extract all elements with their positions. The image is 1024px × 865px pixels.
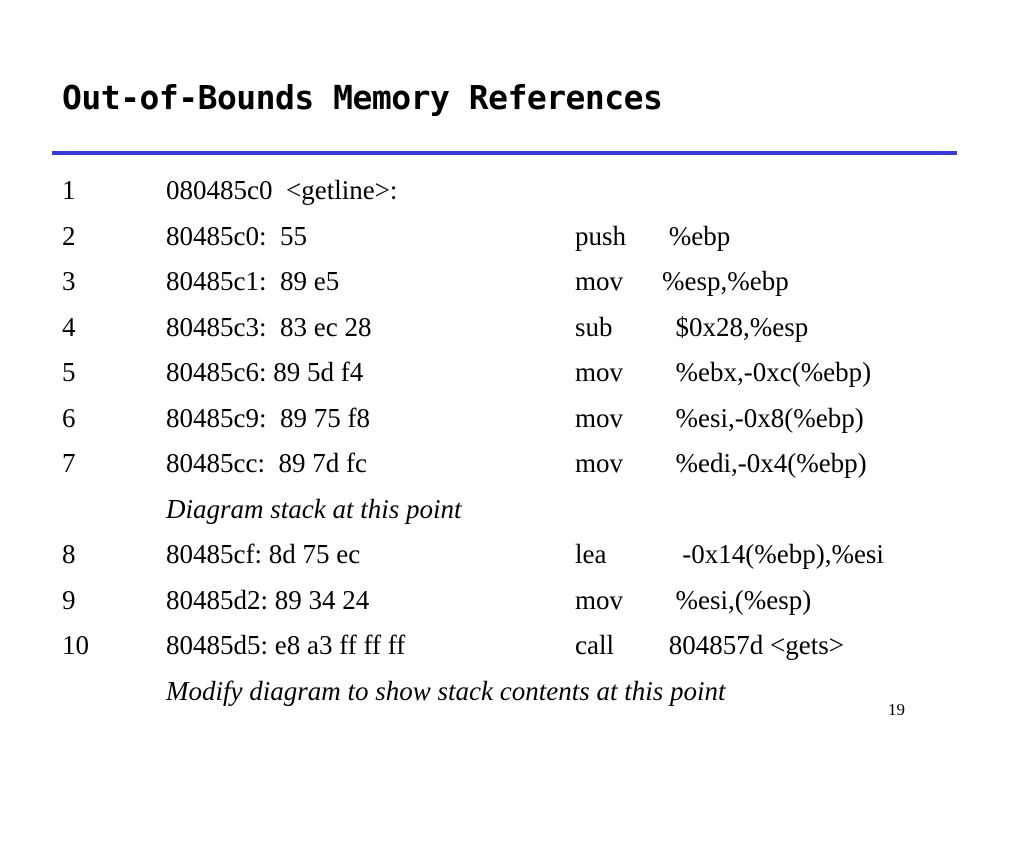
opcode: call <box>575 630 614 660</box>
address-bytes: 80485c0: 55 <box>166 220 307 251</box>
opcode: sub <box>575 311 613 342</box>
line-number: 6 <box>62 402 76 433</box>
operands: $0x28,%esp <box>662 311 809 342</box>
code-line: 9 80485d2: 89 34 24 mov %esi,(%esp) <box>62 580 962 626</box>
address-bytes: 80485c1: 89 e5 <box>166 266 340 296</box>
line-number: 9 <box>62 584 76 615</box>
line-number: 3 <box>62 266 76 296</box>
line-number: 8 <box>62 539 76 569</box>
line-number: 1 <box>62 175 76 205</box>
operands: -0x14(%ebp),%esi <box>662 539 884 569</box>
slide-title: Out-of-Bounds Memory References <box>62 78 663 117</box>
code-line: 4 80485c3: 83 ec 28 sub $0x28,%esp <box>62 307 962 353</box>
operands: %ebp <box>662 220 731 251</box>
line-number: 7 <box>62 448 76 478</box>
operands: %esi,(%esp) <box>662 584 812 615</box>
line-number: 5 <box>62 357 76 387</box>
address-bytes: 80485cf: 8d 75 ec <box>166 539 361 569</box>
annotation-note: Modify diagram to show stack contents at… <box>166 675 726 706</box>
opcode: mov <box>575 266 624 296</box>
operands: 804857d <gets> <box>662 630 844 660</box>
address-bytes: 080485c0 <getline>: <box>166 175 398 205</box>
code-line: 5 80485c6: 89 5d f4 mov %ebx,-0xc(%ebp) <box>62 352 962 398</box>
note-line: Diagram stack at this point <box>62 489 962 535</box>
page-number: 19 <box>888 700 905 719</box>
line-number: 4 <box>62 311 76 342</box>
opcode: mov <box>575 402 624 433</box>
opcode: mov <box>575 584 624 615</box>
opcode: lea <box>575 539 607 569</box>
annotation-note: Diagram stack at this point <box>166 493 462 524</box>
code-line: 10 80485d5: e8 a3 ff ff ff call 804857d … <box>62 625 962 671</box>
operands: %esp,%ebp <box>662 266 789 296</box>
operands: %edi,-0x4(%ebp) <box>662 448 867 478</box>
opcode: mov <box>575 357 624 387</box>
address-bytes: 80485cc: 89 7d fc <box>166 448 367 478</box>
note-line: Modify diagram to show stack contents at… <box>62 671 962 717</box>
disassembly-listing: 1 080485c0 <getline>: 2 80485c0: 55 push… <box>62 170 962 716</box>
operands: %esi,-0x8(%ebp) <box>662 402 864 433</box>
title-divider <box>52 151 957 155</box>
line-number: 2 <box>62 220 76 251</box>
address-bytes: 80485d5: e8 a3 ff ff ff <box>166 630 406 660</box>
address-bytes: 80485c3: 83 ec 28 <box>166 311 372 342</box>
opcode: push <box>575 220 627 251</box>
operands: %ebx,-0xc(%ebp) <box>662 357 872 387</box>
code-line: 6 80485c9: 89 75 f8 mov %esi,-0x8(%ebp) <box>62 398 962 444</box>
address-bytes: 80485c9: 89 75 f8 <box>166 402 370 433</box>
address-bytes: 80485d2: 89 34 24 <box>166 584 370 615</box>
address-bytes: 80485c6: 89 5d f4 <box>166 357 364 387</box>
code-line: 3 80485c1: 89 e5 mov %esp,%ebp <box>62 261 962 307</box>
code-line: 7 80485cc: 89 7d fc mov %edi,-0x4(%ebp) <box>62 443 962 489</box>
code-line: 2 80485c0: 55 push %ebp <box>62 216 962 262</box>
line-number: 10 <box>62 630 89 660</box>
code-line: 8 80485cf: 8d 75 ec lea -0x14(%ebp),%esi <box>62 534 962 580</box>
opcode: mov <box>575 448 624 478</box>
code-line: 1 080485c0 <getline>: <box>62 170 962 216</box>
